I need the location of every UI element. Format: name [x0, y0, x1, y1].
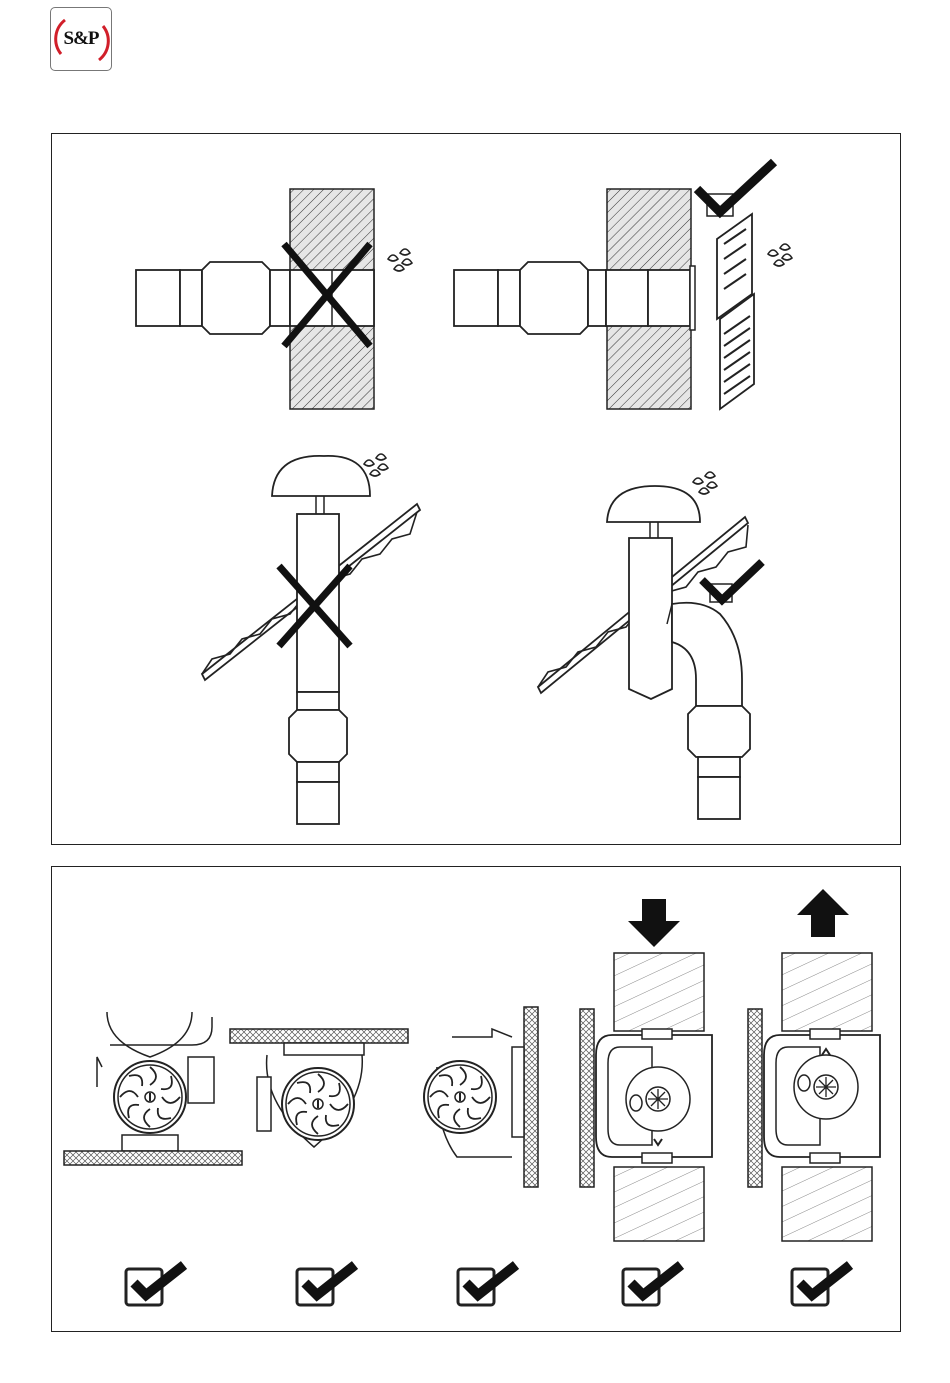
mounting-positions-panel [51, 866, 901, 1332]
roof-bent-diagram [538, 472, 762, 819]
arrow-down-icon [628, 899, 680, 947]
wall-mount-diagram [424, 1007, 538, 1187]
checkmark-icon [297, 1265, 355, 1305]
checkmark-icon [697, 162, 774, 216]
arrow-up-icon [797, 889, 849, 937]
checkmark-icon [458, 1265, 516, 1305]
roof-straight-diagram [202, 454, 420, 824]
checkmark-icon [126, 1265, 184, 1305]
bottom-panel-illustration [52, 867, 902, 1333]
wall-direct-diagram [136, 189, 412, 409]
checkmark-icon [623, 1265, 681, 1305]
vertical-down-diagram [580, 899, 712, 1241]
installation-dos-and-donts-panel [51, 133, 901, 845]
floor-mount-diagram [64, 1012, 242, 1165]
louvre-grille [717, 214, 754, 409]
logo-text: S&P [51, 28, 111, 50]
checkmark-icon [792, 1265, 850, 1305]
ceiling-mount-diagram [230, 1029, 408, 1147]
wall-with-grille-diagram [454, 162, 792, 409]
top-panel-illustration [52, 134, 902, 846]
brand-logo: S&P [50, 7, 112, 71]
vertical-up-diagram [748, 889, 880, 1241]
